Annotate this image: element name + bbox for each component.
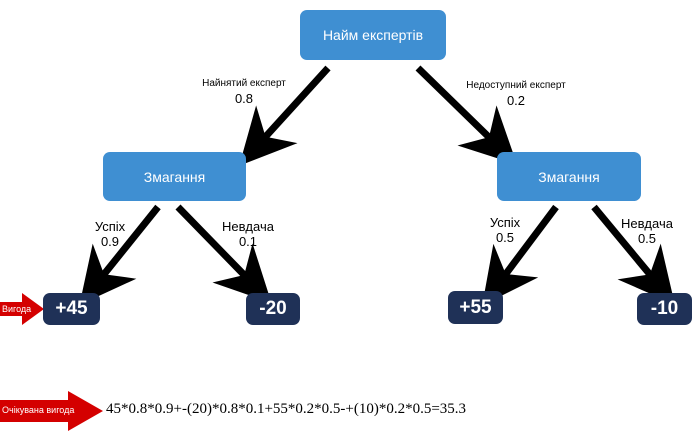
outcome-node-hired-success: +45	[43, 293, 100, 325]
edge-probability: 0.5	[495, 230, 515, 245]
edge-label-unavailable-success: Успіх 0.5	[475, 215, 535, 245]
edge-probability: 0.5	[637, 231, 657, 246]
edge-probability: 0.1	[238, 234, 258, 249]
decision-node-label: Змагання	[143, 168, 206, 185]
expected-value-formula: 45*0.8*0.9+-(20)*0.8*0.1+55*0.2*0.5-+(10…	[106, 401, 467, 417]
edge-label-hired-failure: Невдача 0.1	[210, 219, 286, 249]
edge-label-text: Недоступний експерт	[466, 80, 566, 91]
edge-unavailable-failure	[591, 204, 675, 305]
edge-unavailable-success	[482, 204, 559, 306]
edge-root-to-unavailable	[415, 65, 518, 165]
expected-benefit-label: Очікувана вигода	[2, 405, 75, 415]
edge-root-to-hired	[239, 65, 331, 166]
edge-label-unavailable: Недоступний експерт 0.2	[445, 78, 587, 108]
benefit-label: Вигода	[2, 304, 32, 314]
root-node-label: Найм експертів	[322, 27, 424, 43]
edge-label-unavailable-failure: Невдача 0.5	[609, 216, 685, 246]
edge-probability: 0.9	[100, 234, 120, 249]
outcome-value: -10	[650, 298, 679, 319]
outcome-value: +55	[459, 296, 492, 318]
edge-label-text: Невдача	[621, 216, 673, 231]
edge-label-text: Невдача	[222, 219, 274, 234]
edge-label-hired-success: Успіх 0.9	[80, 219, 140, 249]
edge-hired-failure	[175, 204, 272, 304]
benefit-callout-arrow	[0, 293, 44, 325]
outcome-node-hired-failure: -20	[246, 293, 300, 325]
edge-hired-success	[79, 204, 161, 305]
decision-node-label: Змагання	[538, 168, 600, 185]
outcome-node-unavailable-failure: -10	[637, 293, 692, 325]
expected-benefit-callout-arrow	[0, 391, 103, 431]
edge-label-hired: Найнятий експерт 0.8	[176, 76, 312, 106]
outcome-node-unavailable-success: +55	[448, 291, 503, 324]
decision-node-unavailable: Змагання	[497, 152, 641, 201]
edge-label-text: Успіх	[489, 215, 521, 230]
edge-probability: 0.8	[234, 91, 254, 106]
decision-node-hired: Змагання	[103, 152, 246, 201]
outcome-value: -20	[259, 298, 287, 319]
edge-label-text: Найнятий експерт	[202, 78, 286, 89]
edge-label-text: Успіх	[94, 219, 126, 234]
outcome-value: +45	[55, 298, 88, 319]
root-node: Найм експертів	[300, 10, 446, 60]
edge-probability: 0.2	[506, 93, 526, 108]
